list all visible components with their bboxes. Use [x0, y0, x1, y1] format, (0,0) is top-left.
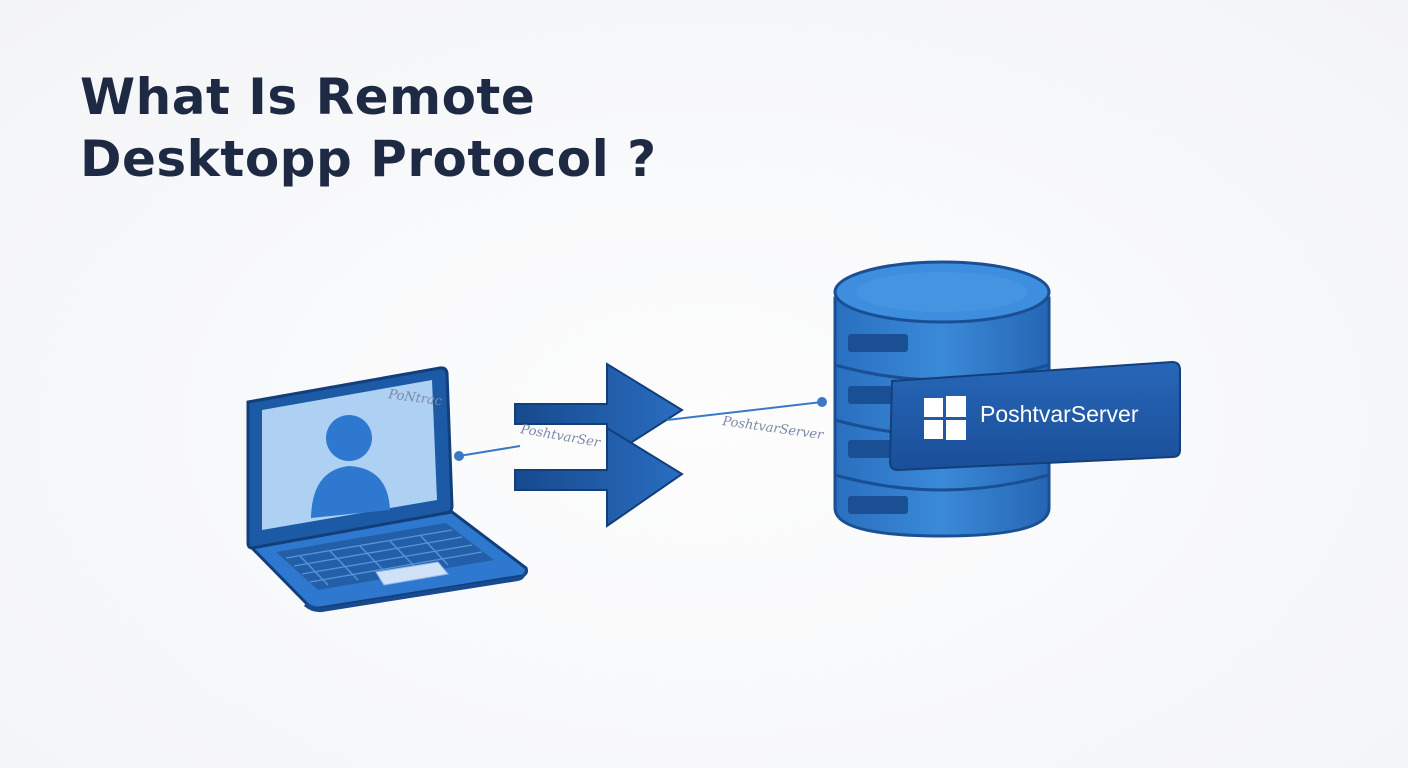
arrow-right-icon: [514, 362, 684, 528]
title-line-2: Desktopp Protocol ?: [80, 130, 657, 188]
page-title: What Is Remote Desktopp Protocol ?: [80, 66, 657, 190]
server-label-text: PoshtvarServer: [980, 401, 1139, 427]
windows-logo-icon: [924, 396, 966, 440]
connection-label-middle: PoshtvarSer: [518, 422, 602, 451]
connection-line-right: [666, 397, 827, 421]
connection-label-right: PoshtvarServer: [720, 414, 825, 443]
user-avatar-icon: [311, 415, 390, 518]
connection-line-left: [454, 445, 521, 461]
laptop-icon: [246, 366, 528, 613]
server-label-badge: PoshtvarServer: [888, 360, 1181, 472]
title-line-1: What Is Remote: [80, 68, 536, 126]
